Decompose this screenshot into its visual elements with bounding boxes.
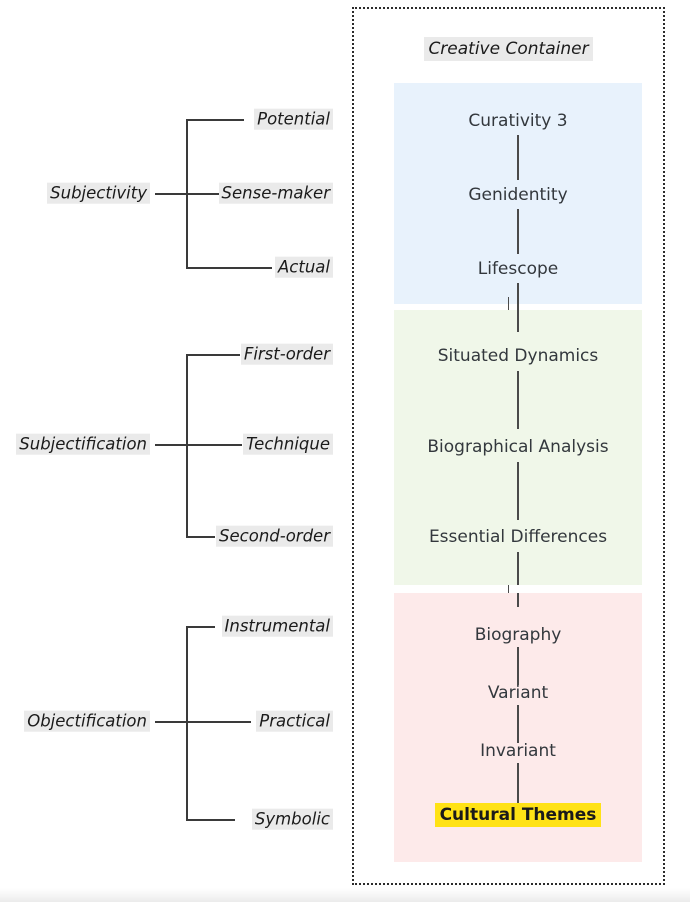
tree-child-label: Practical: [256, 710, 333, 733]
tree-child-label: First-order: [240, 343, 333, 366]
objectification-tree: Objectification Instrumental Practical S…: [24, 615, 333, 831]
blue-band: Curativity 3 Genidentity Lifescope: [394, 83, 642, 319]
taxonomy-trees-panel: Subjectivity Potential Sense-maker Actua…: [0, 0, 350, 831]
tree-child-text: First-order: [240, 343, 333, 365]
node-label: Essential Differences: [394, 527, 642, 547]
tree-parent-stem: [155, 721, 187, 723]
node-label: Invariant: [394, 741, 642, 761]
subjectivity-tree: Subjectivity Potential Sense-maker Actua…: [0, 0, 350, 340]
tree-parent-label: Subjectification: [16, 433, 150, 456]
tree-child-text: Actual: [275, 256, 333, 278]
tree-child-label: Technique: [243, 433, 333, 456]
tree-parent-text: Objectification: [24, 710, 150, 732]
tree-parent-label: Objectification: [24, 710, 150, 733]
tree-branch-arm: [186, 819, 235, 821]
tree-child-text: Instrumental: [221, 615, 333, 637]
node-text: Curativity 3: [468, 111, 568, 131]
node-text: Variant: [487, 683, 549, 703]
node-text: Cultural Themes: [434, 803, 602, 827]
node-connector: [517, 283, 519, 319]
node-label: Biography: [394, 625, 642, 645]
tree-parent-text: Subjectivity: [47, 182, 150, 204]
creative-container: Creative Container Curativity 3 Genident…: [352, 7, 665, 885]
node-label: Situated Dynamics: [394, 346, 642, 366]
tree-parent-stem: [155, 444, 187, 446]
tree-branch-arm: [186, 119, 244, 121]
node-connector: [517, 593, 519, 607]
node-text: Essential Differences: [428, 527, 608, 547]
tree-child-text: Symbolic: [251, 808, 333, 830]
tree-child-label: Symbolic: [251, 808, 333, 831]
tree-parent-stem: [155, 193, 187, 195]
tree-child-label: Second-order: [216, 525, 333, 548]
node-connector: [517, 371, 519, 429]
node-text: Biography: [474, 625, 562, 645]
node-label: Genidentity: [394, 185, 642, 205]
tree-branch-arm: [186, 354, 240, 356]
tree-parent-label: Subjectivity: [47, 182, 150, 205]
page-bottom-edge: [0, 888, 690, 902]
creative-container-title: Creative Container: [354, 37, 663, 61]
tree-child-label: Sense-maker: [218, 182, 333, 205]
tree-branch-arm: [186, 721, 251, 723]
tree-branch-arm: [186, 193, 220, 195]
node-label: Lifescope: [394, 259, 642, 279]
node-connector: [517, 135, 519, 180]
tree-child-text: Potential: [254, 108, 333, 130]
tree-child-text: Practical: [256, 710, 333, 732]
node-label: Biographical Analysis: [394, 437, 642, 457]
node-connector: [517, 705, 519, 743]
green-band: Situated Dynamics Biographical Analysis …: [394, 310, 642, 585]
node-connector: [517, 462, 519, 520]
tree-child-label: Potential: [254, 108, 333, 131]
tree-branch-arm: [186, 444, 242, 446]
node-text: Invariant: [480, 741, 556, 761]
pink-band: Biography Variant Invariant Cultural The…: [394, 593, 642, 862]
tree-child-label: Actual: [275, 256, 333, 279]
node-connector: [517, 310, 519, 332]
node-text: Situated Dynamics: [437, 346, 599, 366]
node-label: Variant: [394, 683, 642, 703]
tree-child-text: Second-order: [216, 525, 333, 547]
node-text: Lifescope: [477, 259, 559, 279]
subjectification-tree: Subjectification First-order Technique S…: [0, 0, 350, 620]
tree-branch-arm: [186, 536, 215, 538]
tree-child-label: Instrumental: [221, 615, 333, 638]
tree-branch-arm: [186, 626, 215, 628]
node-connector: [517, 552, 519, 585]
creative-container-title-text: Creative Container: [424, 37, 593, 61]
tree-child-text: Sense-maker: [218, 182, 333, 204]
node-text: Genidentity: [468, 185, 568, 205]
node-connector: [517, 763, 519, 805]
tree-branch-arm: [186, 267, 272, 269]
node-connector: [517, 209, 519, 254]
tree-parent-text: Subjectification: [16, 433, 150, 455]
node-label-highlighted: Cultural Themes: [394, 803, 642, 827]
tree-child-text: Technique: [243, 433, 333, 455]
node-text: Biographical Analysis: [427, 437, 609, 457]
node-label: Curativity 3: [394, 111, 642, 131]
node-connector: [517, 647, 519, 685]
